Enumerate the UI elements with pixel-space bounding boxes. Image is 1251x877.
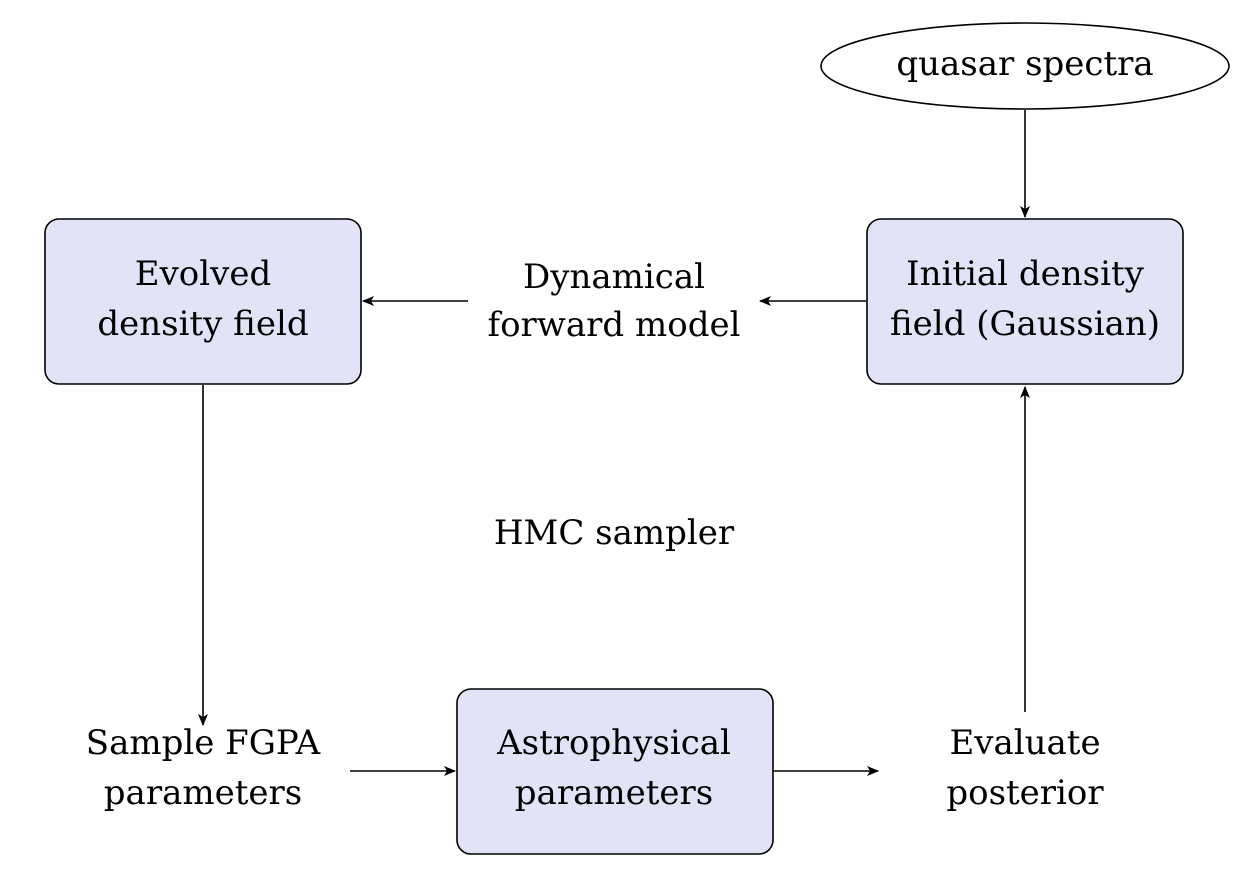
quasar-spectra-label: quasar spectra — [896, 44, 1153, 84]
evaluate-posterior-label-line-2: posterior — [946, 773, 1104, 813]
node-initial-density: Initial density field (Gaussian) — [866, 218, 1184, 385]
node-dynamical-model: Dynamical forward model — [488, 257, 741, 345]
quasar-spectra-ellipse — [820, 22, 1230, 110]
sample-fgpa-label-line-2: parameters — [104, 773, 302, 813]
initial-density-label-line-1: Initial density — [906, 254, 1144, 294]
evaluate-posterior-label-line-1: Evaluate — [949, 723, 1100, 763]
hmc-sampler-label: HMC sampler — [494, 513, 735, 553]
node-astrophysical: Astrophysical parameters — [456, 688, 774, 855]
dynamical-model-label-line-2: forward model — [488, 305, 741, 345]
evolved-density-box — [44, 218, 362, 385]
initial-density-label-line-2: field (Gaussian) — [890, 304, 1160, 344]
astrophysical-label-line-1: Astrophysical — [496, 723, 731, 763]
sample-fgpa-label-line-1: Sample FGPA — [86, 723, 321, 763]
node-evaluate-posterior: Evaluate posterior — [946, 723, 1104, 813]
node-sample-fgpa: Sample FGPA parameters — [86, 723, 321, 813]
evolved-density-label-line-1: Evolved — [135, 254, 271, 294]
node-evolved-density: Evolved density field — [44, 218, 362, 385]
edges — [198, 110, 1030, 776]
dynamical-model-label-line-1: Dynamical — [523, 257, 705, 297]
initial-density-box — [866, 218, 1184, 385]
astrophysical-box — [456, 688, 774, 855]
evolved-density-label-line-2: density field — [97, 304, 308, 344]
astrophysical-label-line-2: parameters — [515, 773, 713, 813]
node-hmc-sampler: HMC sampler — [494, 513, 735, 553]
node-quasar-spectra: quasar spectra — [820, 22, 1230, 110]
